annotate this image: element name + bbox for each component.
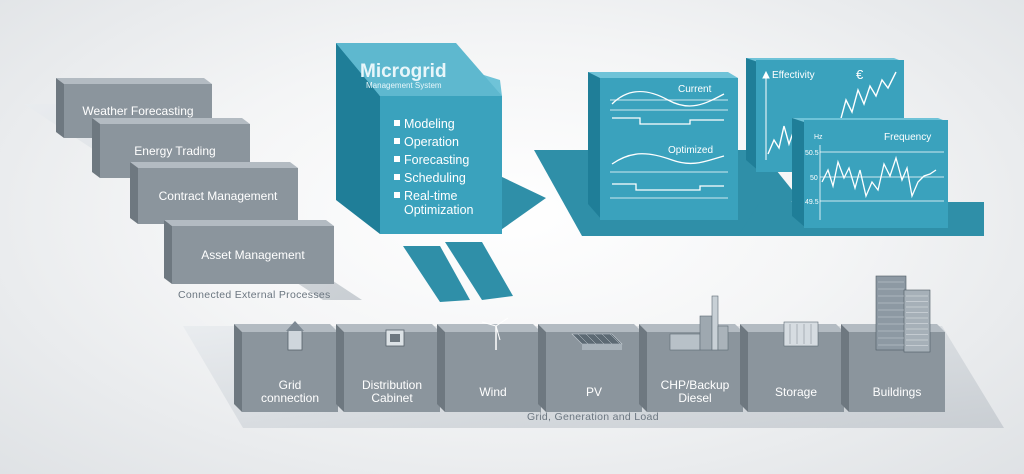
buildings-icon xyxy=(875,275,931,353)
grid-block-label: CHP/Backup xyxy=(661,378,730,392)
grid-block-4-top xyxy=(538,324,642,332)
current-panel-side xyxy=(588,72,602,220)
external-block-4-front xyxy=(172,226,334,284)
microgrid-cube-topface xyxy=(336,43,502,96)
external-block-1-top xyxy=(56,78,212,84)
grid-block-2-top xyxy=(336,324,440,332)
chp-plant-icon xyxy=(669,295,729,351)
microgrid-item: Real-time xyxy=(404,189,458,203)
current-label: Current xyxy=(678,84,712,95)
external-block-4: Asset Management xyxy=(164,220,334,284)
frequency-line xyxy=(821,155,937,199)
effectivity-line-upper xyxy=(839,71,897,123)
grid-block-label: Diesel xyxy=(678,391,711,405)
grid-block-label: connection xyxy=(261,391,319,405)
effectivity-axes xyxy=(762,70,770,160)
grid-block-3-front xyxy=(445,332,541,412)
microgrid-subtitle: Management System xyxy=(366,81,442,90)
grid-block-label: Grid xyxy=(279,378,302,392)
grid-block-2-side xyxy=(336,324,344,412)
grid-block-3: Wind xyxy=(437,324,541,412)
bullet-icon xyxy=(394,192,400,198)
grid-block-1-side xyxy=(234,324,242,412)
microgrid-item: Operation xyxy=(404,135,459,149)
external-block-3-front xyxy=(138,168,298,224)
arrow-right xyxy=(445,242,513,300)
grid-block-3-side xyxy=(437,324,445,412)
bullet-icon xyxy=(394,174,400,180)
current-panel-front xyxy=(600,78,738,220)
microgrid-item: Modeling xyxy=(404,117,455,131)
pv-panels-icon xyxy=(571,333,623,350)
external-block-label: Weather Forecasting xyxy=(82,104,193,118)
storage-icon xyxy=(783,321,819,347)
tick-50: 50 xyxy=(810,175,818,182)
grid-block-7-side xyxy=(841,324,849,412)
current-optimized-panel: Current Optimized xyxy=(588,72,738,220)
external-block-4-top xyxy=(164,220,334,226)
grid-block-1-top xyxy=(234,324,338,332)
external-block-2-top xyxy=(92,118,250,124)
external-block-label: Asset Management xyxy=(201,248,305,262)
grid-block-label: Cabinet xyxy=(371,391,413,405)
microgrid-cube: Microgrid Management System ModelingOper… xyxy=(336,43,502,234)
cabinet-icon xyxy=(385,329,405,347)
microgrid-cube-left xyxy=(336,43,380,234)
microgrid-items: ModelingOperationForecastingSchedulingRe… xyxy=(394,117,474,217)
euro-symbol: € xyxy=(856,67,864,82)
grid-block-label: PV xyxy=(586,385,602,399)
microgrid-item: Scheduling xyxy=(404,171,466,185)
tick-50-5: 50.5 xyxy=(805,150,819,157)
bullet-icon xyxy=(394,138,400,144)
frequency-panel: Frequency Hz 50.5 50 49.5 xyxy=(792,118,948,228)
grid-caption: Grid, Generation and Load xyxy=(527,411,659,423)
wind-turbine-icon xyxy=(481,317,509,350)
external-block-3-top xyxy=(130,162,298,168)
frequency-panel-front xyxy=(804,120,948,228)
grid-block-label: Distribution xyxy=(362,378,422,392)
grid-block-label: Storage xyxy=(775,385,817,399)
external-block-label: Contract Management xyxy=(159,189,278,203)
external-block-3: Contract Management xyxy=(130,162,298,224)
grid-block-5-side xyxy=(639,324,647,412)
external-block-2-side xyxy=(92,118,100,178)
grid-block-4-side xyxy=(538,324,546,412)
frequency-panel-side xyxy=(792,118,806,228)
external-block-3-side xyxy=(130,162,138,224)
bullet-icon xyxy=(394,120,400,126)
hz-label: Hz xyxy=(814,134,823,141)
bullet-icon xyxy=(394,156,400,162)
house-icon xyxy=(286,321,304,351)
arrow-left xyxy=(403,246,470,302)
grid-block-3-top xyxy=(437,324,541,332)
optimized-waveform xyxy=(610,153,728,199)
microgrid-title: Microgrid xyxy=(360,61,447,82)
microgrid-cube-front xyxy=(380,96,502,234)
grid-block-6-side xyxy=(740,324,748,412)
microgrid-item: Optimization xyxy=(404,203,474,217)
microgrid-item: Forecasting xyxy=(404,153,469,167)
external-block-label: Energy Trading xyxy=(134,144,215,158)
external-caption: Connected External Processes xyxy=(178,289,331,301)
frequency-label: Frequency xyxy=(884,132,931,143)
grid-block-label: Wind xyxy=(479,385,506,399)
external-block-4-side xyxy=(164,220,172,284)
external-block-1-side xyxy=(56,78,64,138)
tick-49-5: 49.5 xyxy=(805,199,819,206)
optimized-label: Optimized xyxy=(668,145,713,156)
current-waveform xyxy=(610,90,728,125)
grid-block-label: Buildings xyxy=(873,385,922,399)
effectivity-label: Effectivity xyxy=(772,70,815,81)
current-panel-top xyxy=(588,72,738,78)
